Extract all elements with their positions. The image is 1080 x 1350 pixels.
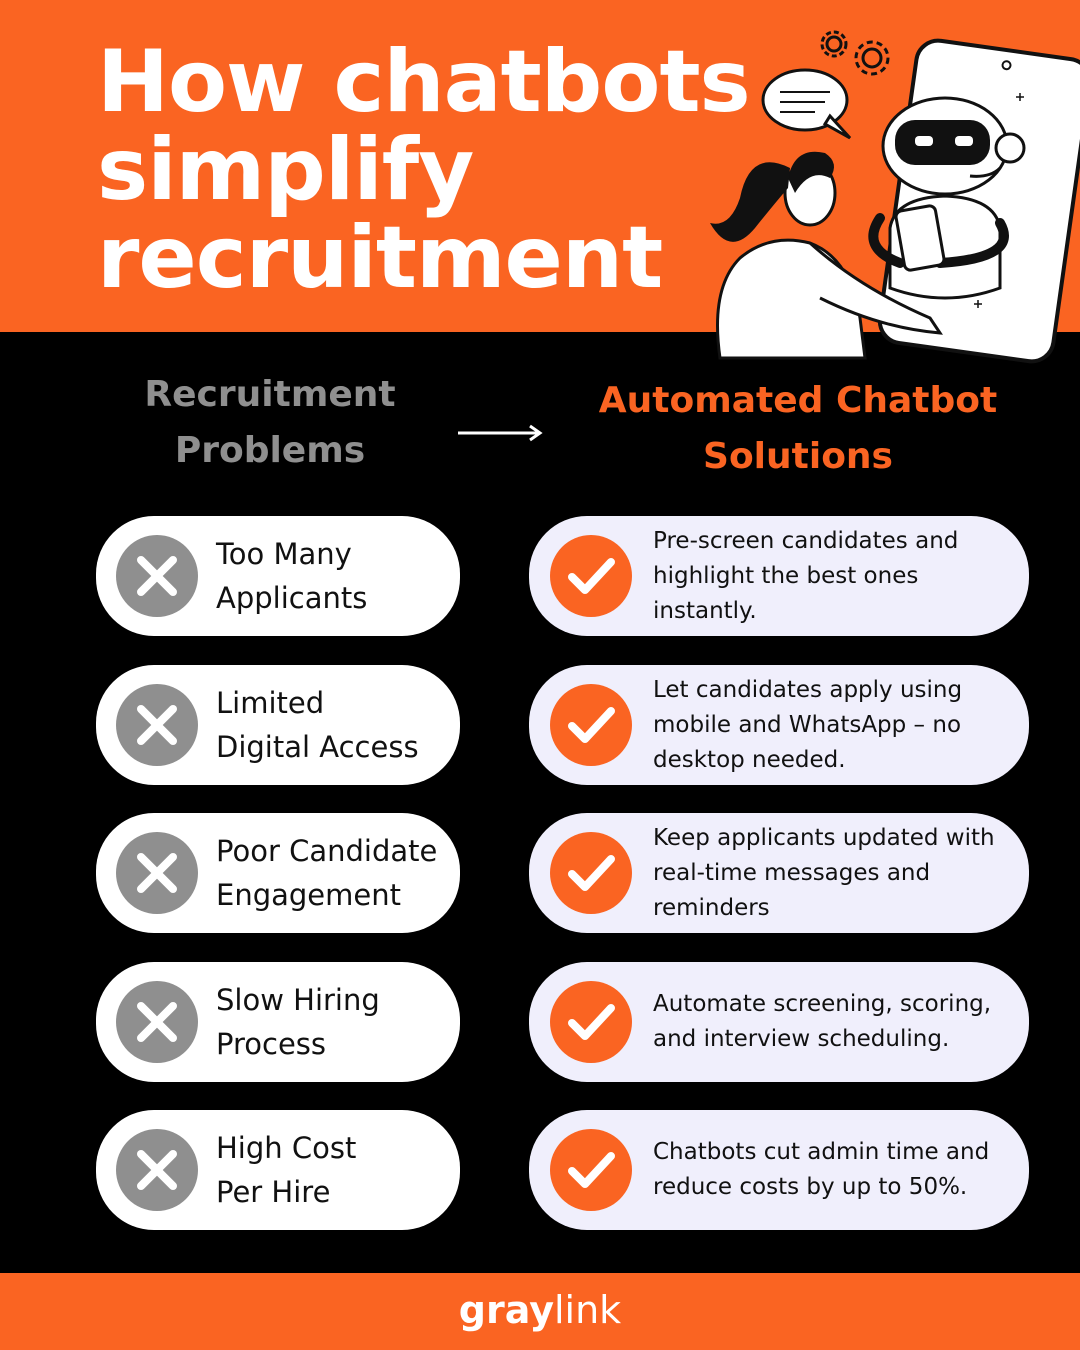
solution-card: Keep applicants updated with real-time m… xyxy=(529,813,1029,933)
problem-line-2: Applicants xyxy=(216,581,368,615)
problem-line-2: Engagement xyxy=(216,878,401,912)
brand-part-1: gray xyxy=(458,1288,554,1332)
person-icon xyxy=(710,151,943,360)
robot-icon xyxy=(868,96,1026,300)
chatbot-illustration xyxy=(710,30,1080,364)
problem-text: Limited Digital Access xyxy=(216,665,456,785)
solution-text: Pre-screen candidates and highlight the … xyxy=(653,527,959,624)
problem-line-2: Digital Access xyxy=(216,730,419,764)
speech-bubble-icon xyxy=(761,68,852,140)
x-circle-icon xyxy=(116,981,198,1063)
problem-line-1: Poor Candidate xyxy=(216,834,438,868)
problems-heading-line-2: Problems xyxy=(174,430,366,471)
solution-text: Keep applicants updated with real-time m… xyxy=(653,824,995,921)
problem-text: Poor Candidate Engagement xyxy=(216,813,456,933)
solutions-heading-line-2: Solutions xyxy=(703,436,893,477)
problem-text: High Cost Per Hire xyxy=(216,1110,456,1230)
brand-part-2: link xyxy=(553,1288,622,1332)
problems-heading: Recruitment Problems xyxy=(120,367,420,479)
arrow-right-icon xyxy=(458,424,543,442)
problem-card: Limited Digital Access xyxy=(96,665,460,785)
check-circle-icon xyxy=(550,684,632,766)
solution-card: Pre-screen candidates and highlight the … xyxy=(529,516,1029,636)
title-line-1: How chatbots xyxy=(97,32,751,132)
brand-logo: graylink xyxy=(0,1284,1080,1336)
check-circle-icon xyxy=(550,832,632,914)
solution-text: Let candidates apply using mobile and Wh… xyxy=(653,676,963,773)
footer-bar xyxy=(0,1273,1080,1350)
solutions-heading: Automated Chatbot Solutions xyxy=(578,373,1018,485)
problem-text: Slow Hiring Process xyxy=(216,962,456,1082)
problem-line-1: Limited xyxy=(216,686,325,720)
problem-text: Too Many Applicants xyxy=(216,516,456,636)
problems-heading-line-1: Recruitment xyxy=(144,374,396,415)
problem-card: Slow Hiring Process xyxy=(96,962,460,1082)
title-line-2: simplify xyxy=(97,120,474,220)
problem-card: Poor Candidate Engagement xyxy=(96,813,460,933)
x-circle-icon xyxy=(116,832,198,914)
problem-card: Too Many Applicants xyxy=(96,516,460,636)
x-circle-icon xyxy=(116,1129,198,1211)
check-circle-icon xyxy=(550,1129,632,1211)
page-title: How chatbots simplify recruitment xyxy=(97,38,757,302)
problem-line-1: Too Many xyxy=(216,537,352,571)
x-circle-icon xyxy=(116,535,198,617)
problem-line-2: Process xyxy=(216,1027,327,1061)
problem-line-1: High Cost xyxy=(216,1131,357,1165)
solutions-heading-line-1: Automated Chatbot xyxy=(598,380,998,421)
solution-card: Automate screening, scoring, and intervi… xyxy=(529,962,1029,1082)
solution-card: Chatbots cut admin time and reduce costs… xyxy=(529,1110,1029,1230)
gear-icon xyxy=(820,30,890,76)
solution-card: Let candidates apply using mobile and Wh… xyxy=(529,665,1029,785)
problem-line-1: Slow Hiring xyxy=(216,983,380,1017)
solution-text: Automate screening, scoring, and intervi… xyxy=(653,991,992,1052)
solution-text: Chatbots cut admin time and reduce costs… xyxy=(653,1139,990,1200)
problem-card: High Cost Per Hire xyxy=(96,1110,460,1230)
title-line-3: recruitment xyxy=(97,208,663,308)
check-circle-icon xyxy=(550,981,632,1063)
x-circle-icon xyxy=(116,684,198,766)
problem-line-2: Per Hire xyxy=(216,1175,331,1209)
check-circle-icon xyxy=(550,535,632,617)
